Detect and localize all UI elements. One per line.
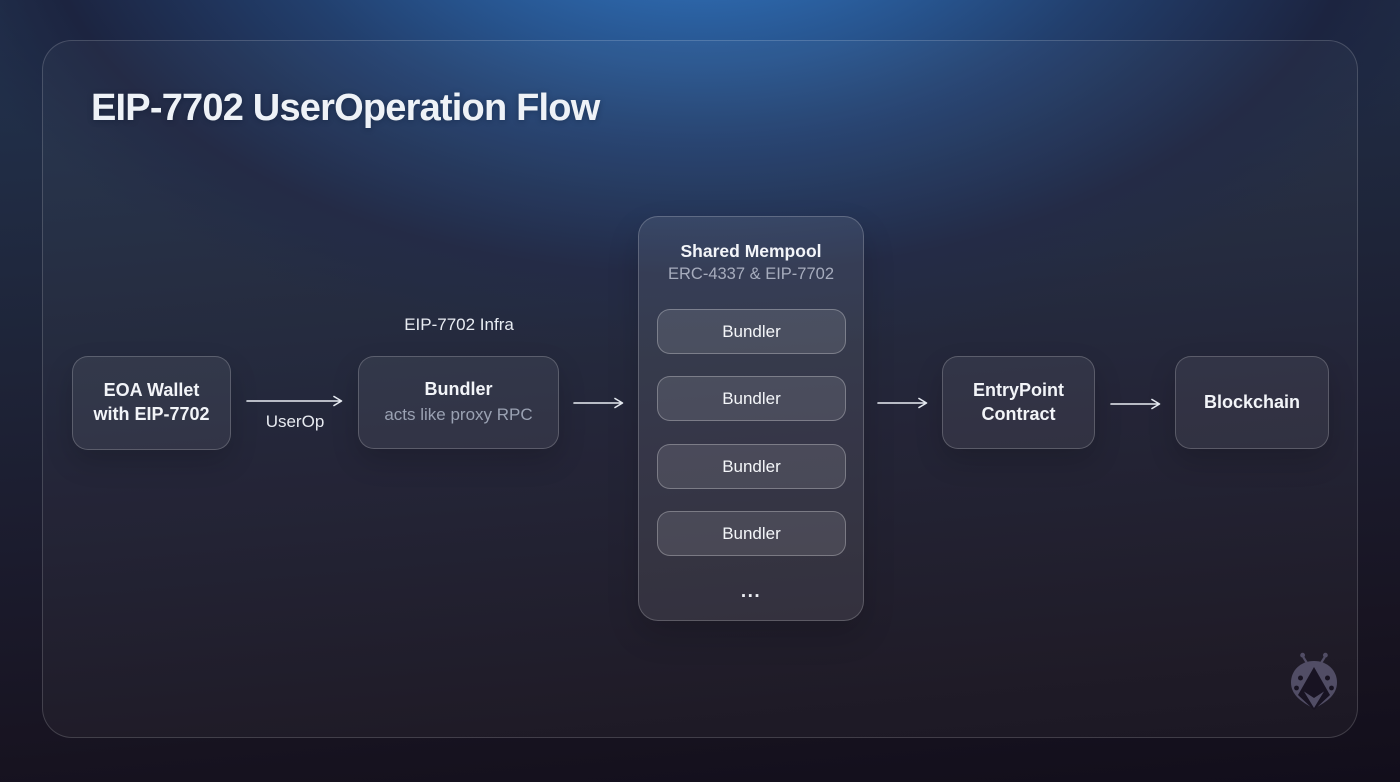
ladybug-ethereum-logo-icon (1291, 652, 1337, 710)
node-eoa-line1: EOA Wallet (103, 380, 200, 401)
mempool-bundler-chip: Bundler (657, 376, 846, 421)
node-bundler-subtitle: acts like proxy RPC (384, 405, 533, 425)
userop-arrow-label: UserOp (265, 412, 325, 431)
node-eoa-wallet: EOA Wallet with EIP-7702 (72, 356, 231, 450)
mempool-ellipsis: ... (740, 581, 762, 602)
mempool-bundler-chip: Bundler (657, 309, 846, 354)
shared-mempool-panel: Shared Mempool ERC-4337 & EIP-7702 Bundl… (638, 216, 864, 621)
mempool-bundler-chip: Bundler (657, 444, 846, 489)
node-bundler-title: Bundler (424, 379, 493, 400)
node-entrypoint-contract: EntryPoint Contract (942, 356, 1095, 449)
mempool-bundler-chip: Bundler (657, 511, 846, 556)
node-entrypoint-line1: EntryPoint (972, 379, 1064, 400)
node-blockchain-label: Blockchain (1203, 391, 1301, 412)
page-title: EIP-7702 UserOperation Flow (91, 87, 600, 129)
node-eoa-line2: with EIP-7702 (93, 404, 210, 424)
arrow-entrypoint-to-blockchain (1110, 398, 1161, 410)
arrow-userop (246, 395, 343, 407)
arrow-mempool-to-entrypoint (877, 397, 928, 409)
node-entrypoint-line2: Contract (981, 403, 1056, 424)
node-bundler-proxy: Bundler acts like proxy RPC (358, 356, 559, 449)
node-blockchain: Blockchain (1175, 356, 1329, 449)
diagram-card: EIP-7702 UserOperation Flow EOA Wallet w… (42, 40, 1358, 738)
arrow-bundler-to-mempool (573, 397, 624, 409)
mempool-subtitle: ERC-4337 & EIP-7702 (667, 265, 834, 283)
infra-overline-label: EIP-7702 Infra (404, 315, 514, 334)
mempool-title: Shared Mempool (680, 241, 822, 261)
